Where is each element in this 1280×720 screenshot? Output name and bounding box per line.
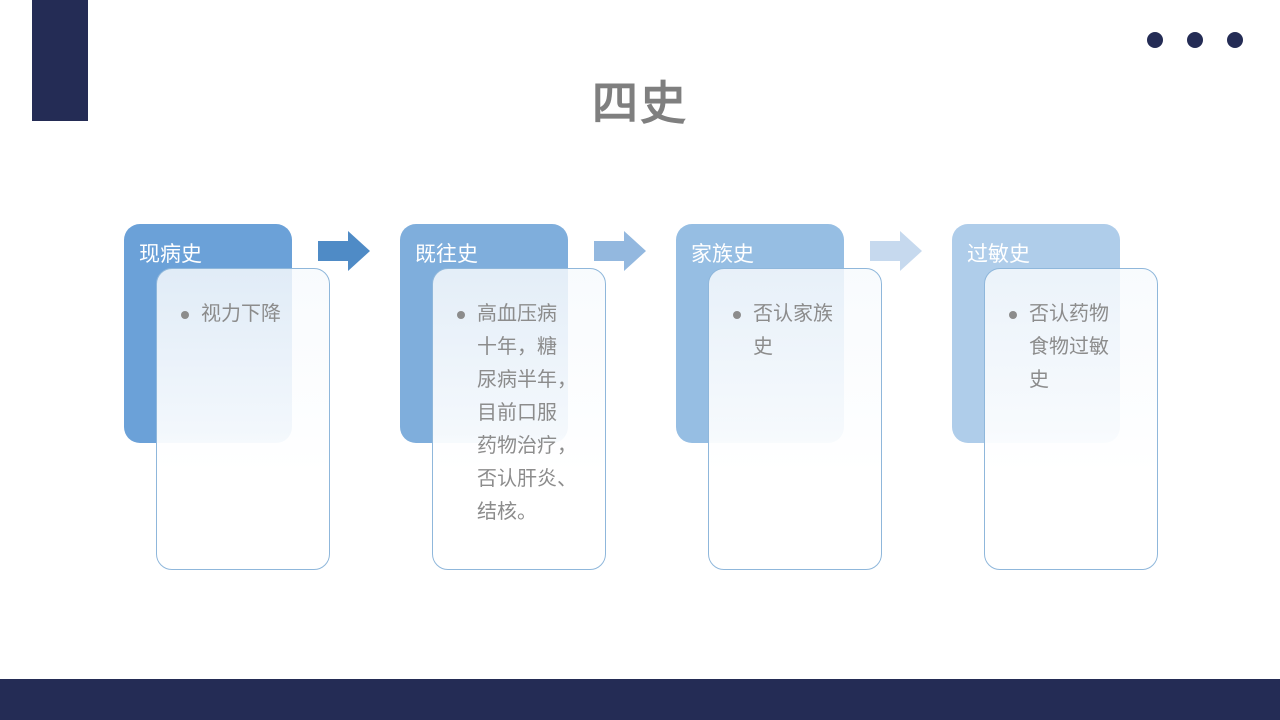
flow-arrow-shape: [318, 231, 370, 271]
decor-dots: [1147, 32, 1243, 48]
flow-arrow-icon: [318, 231, 370, 271]
bullet-text: 视力下降: [201, 303, 281, 325]
flow-arrow-shape: [870, 231, 922, 271]
bullet-icon: [1009, 311, 1017, 319]
stage-card-present-illness: 视力下降: [156, 268, 330, 570]
bullet-item: 高血压病十年，糖尿病半年，目前口服药物治疗，否认肝炎、结核。: [457, 298, 593, 529]
bullet-text: 否认药物食物过敏史: [1029, 303, 1109, 391]
stage-header-label: 既往史: [415, 243, 478, 266]
decor-dot: [1187, 32, 1203, 48]
bullet-icon: [181, 311, 189, 319]
stage-header-label: 过敏史: [967, 243, 1030, 266]
bottom-accent-bar: [0, 679, 1280, 720]
stage-header-label: 现病史: [139, 243, 202, 266]
bullet-text: 高血压病十年，糖尿病半年，目前口服药物治疗，否认肝炎、结核。: [477, 303, 577, 523]
bullet-item: 视力下降: [181, 298, 317, 331]
bullet-item: 否认家族史: [733, 298, 869, 364]
bullet-icon: [457, 311, 465, 319]
bullet-icon: [733, 311, 741, 319]
slide-title: 四史: [592, 77, 688, 129]
corner-accent-bar: [32, 0, 88, 121]
decor-dot: [1227, 32, 1243, 48]
stage-header-label: 家族史: [691, 243, 754, 266]
stage-card-past-history: 高血压病十年，糖尿病半年，目前口服药物治疗，否认肝炎、结核。: [432, 268, 606, 570]
bullet-item: 否认药物食物过敏史: [1009, 298, 1145, 397]
bullet-text: 否认家族史: [753, 303, 833, 358]
flow-arrow-shape: [594, 231, 646, 271]
flow-arrow-icon: [594, 231, 646, 271]
flow-arrow-icon: [870, 231, 922, 271]
decor-dot: [1147, 32, 1163, 48]
stage-card-allergy-history: 否认药物食物过敏史: [984, 268, 1158, 570]
stage-card-family-history: 否认家族史: [708, 268, 882, 570]
